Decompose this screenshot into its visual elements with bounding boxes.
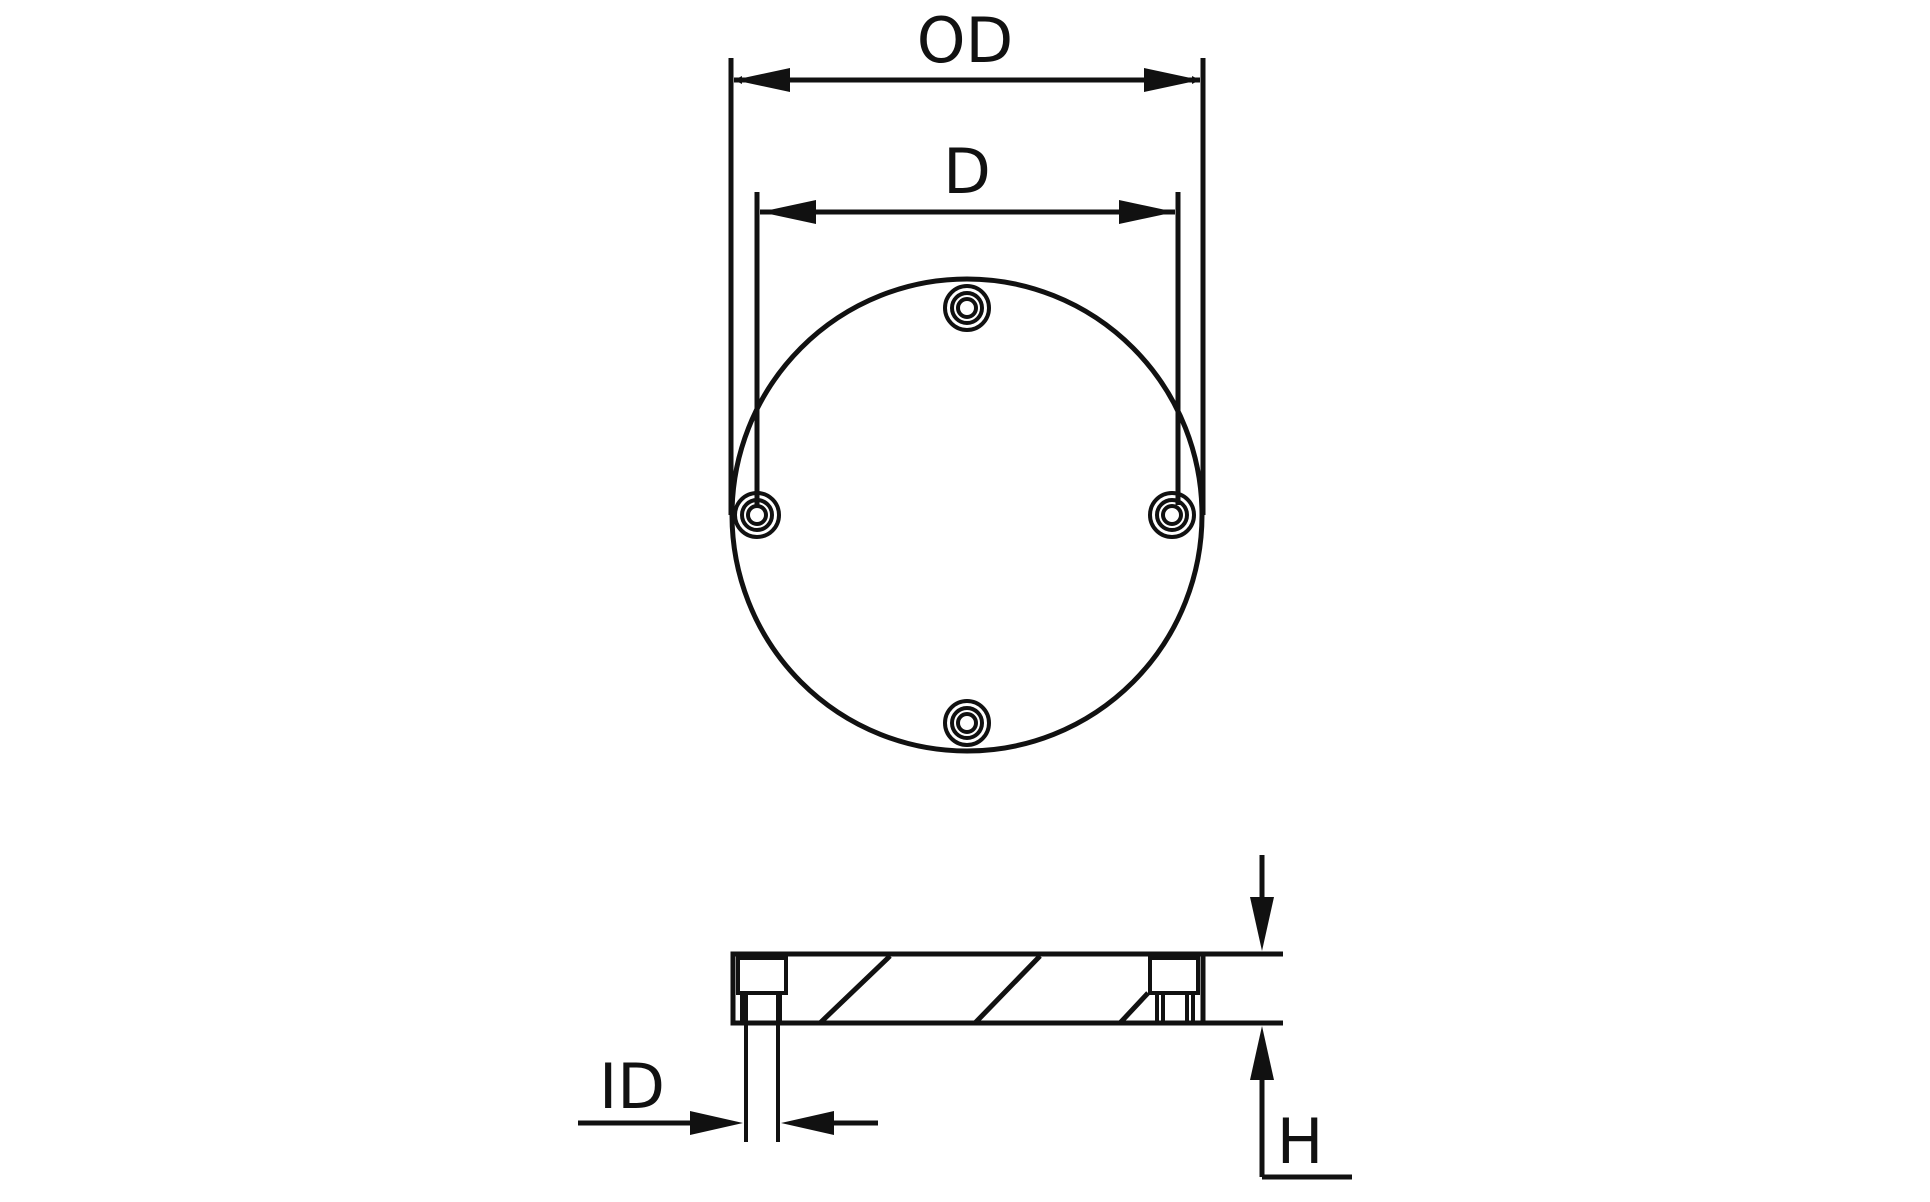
plate-disc (729, 276, 1205, 754)
plate-section (730, 951, 1206, 1026)
d-label: D (943, 135, 991, 208)
side-view: H ID (578, 855, 1352, 1180)
od-label: OD (917, 4, 1014, 77)
d-dimension (754, 192, 1181, 505)
section-hatching (818, 954, 1150, 1025)
bolt-pocket-left (736, 956, 788, 1142)
bolt-pocket-right (1148, 956, 1200, 1025)
id-dimension (578, 1111, 878, 1135)
bolt-hole-bottom (943, 699, 991, 747)
bolt-hole-top (943, 284, 991, 332)
top-view: OD D (728, 4, 1206, 754)
od-dimension (728, 58, 1206, 515)
h-label: H (1277, 1105, 1324, 1178)
h-dimension (1250, 855, 1352, 1180)
bolt-hole-right (1148, 491, 1196, 539)
id-label: ID (599, 1050, 665, 1123)
